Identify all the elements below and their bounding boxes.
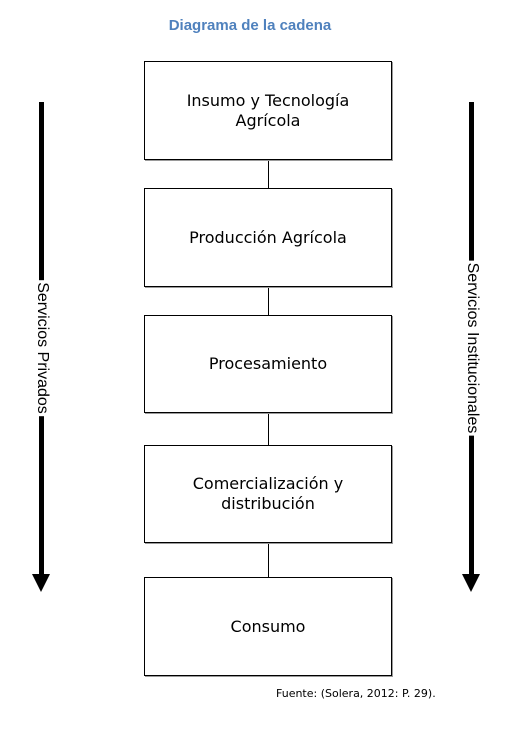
box-consumo: Consumo [144,577,392,676]
connector-2-3 [268,287,269,315]
box-procesamiento: Procesamiento [144,315,392,413]
box-produccion-agricola: Producción Agrícola [144,188,392,287]
diagram-title: Diagrama de la cadena [168,17,332,34]
connector-1-2 [268,160,269,188]
box-insumo-tecnologia: Insumo y Tecnología Agrícola [144,61,392,160]
right-arrow-head [462,574,480,592]
connector-3-4 [268,413,269,445]
left-arrow-head [32,574,50,592]
right-arrow-label: Servicios Institucionales [463,260,481,436]
connector-4-5 [268,543,269,577]
left-arrow-label: Servicios Privados [33,280,51,416]
source-citation: Fuente: (Solera, 2012: P. 29). [276,687,436,700]
box-comercializacion-distribucion: Comercialización y distribución [144,445,392,543]
